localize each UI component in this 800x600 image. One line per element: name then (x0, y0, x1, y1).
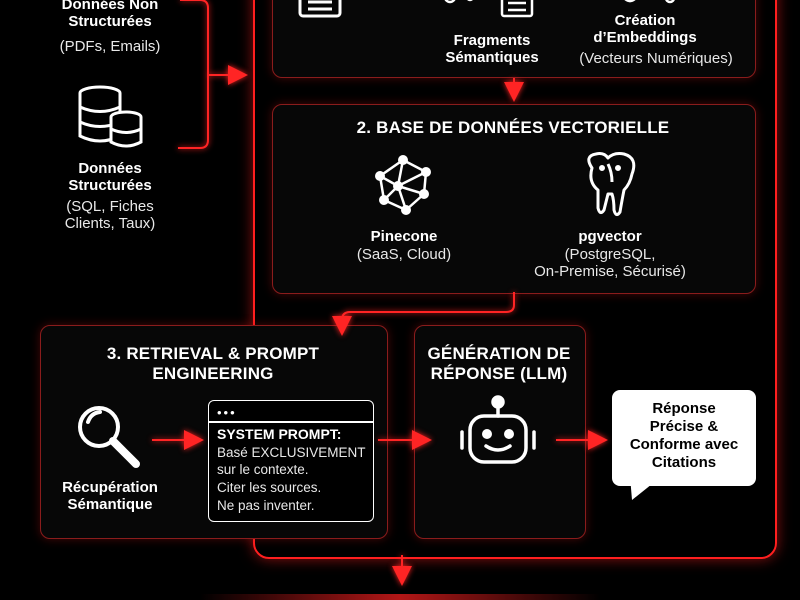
elephant-icon (587, 152, 636, 217)
pgvector-sub: (PostgreSQL, On-Premise, Sécurisé) (534, 246, 686, 281)
network-icon (375, 155, 431, 215)
document-icon (298, 0, 342, 18)
generation-panel (414, 325, 586, 539)
ingestion-panel (272, 0, 756, 78)
system-prompt-line-4: Ne pas inventer. (217, 498, 315, 513)
database-icon (78, 85, 143, 148)
response-text: Réponse Précise & Conforme avec Citation… (629, 400, 739, 471)
system-prompt-line-2: sur le contexte. (217, 462, 309, 477)
robot-icon (460, 395, 536, 464)
pgvector-title: pgvector (578, 228, 642, 245)
generation-heading: GÉNÉRATION DE RÉPONSE (LLM) (427, 344, 571, 384)
structured-data-sub: (SQL, Fiches Clients, Taux) (64, 198, 156, 233)
structured-data-title: Données Structurées (68, 160, 152, 195)
embedding-icon (624, 0, 675, 4)
semantic-retrieval-title: Récupération Sémantique (62, 479, 158, 514)
security-banner-glow (200, 594, 600, 600)
magnifier-icon (78, 406, 140, 468)
unstructured-data-title: Données Non Structurées (61, 0, 159, 31)
vector-db-panel (272, 104, 756, 294)
main-pipeline-frame (253, 0, 777, 559)
embeddings-sub: (Vecteurs Numériques) (579, 50, 733, 67)
system-prompt-line-1: Basé EXCLUSIVEMENT (217, 445, 366, 460)
pinecone-title: Pinecone (370, 228, 438, 245)
system-prompt-line-3: Citer les sources. (217, 480, 322, 495)
response-bubble: Réponse Précise & Conforme avec Citation… (612, 390, 756, 486)
window-title-divider (209, 421, 373, 423)
pinecone-sub: (SaaS, Cloud) (356, 246, 452, 263)
retrieval-heading: 3. RETRIEVAL & PROMPT ENGINEERING (106, 344, 320, 384)
fragments-title: Fragments Sémantiques (445, 32, 539, 67)
system-prompt-window: ••• SYSTEM PROMPT: Basé EXCLUSIVEMENT su… (208, 400, 374, 522)
unstructured-data-sub: (PDFs, Emails) (59, 38, 161, 55)
chunking-icon (444, 0, 534, 18)
embeddings-title: Création d’Embeddings (593, 12, 697, 47)
vector-db-heading: 2. BASE DE DONNÉES VECTORIELLE (356, 118, 670, 137)
window-dots: ••• (217, 405, 237, 420)
system-prompt-title: SYSTEM PROMPT: (217, 426, 342, 442)
